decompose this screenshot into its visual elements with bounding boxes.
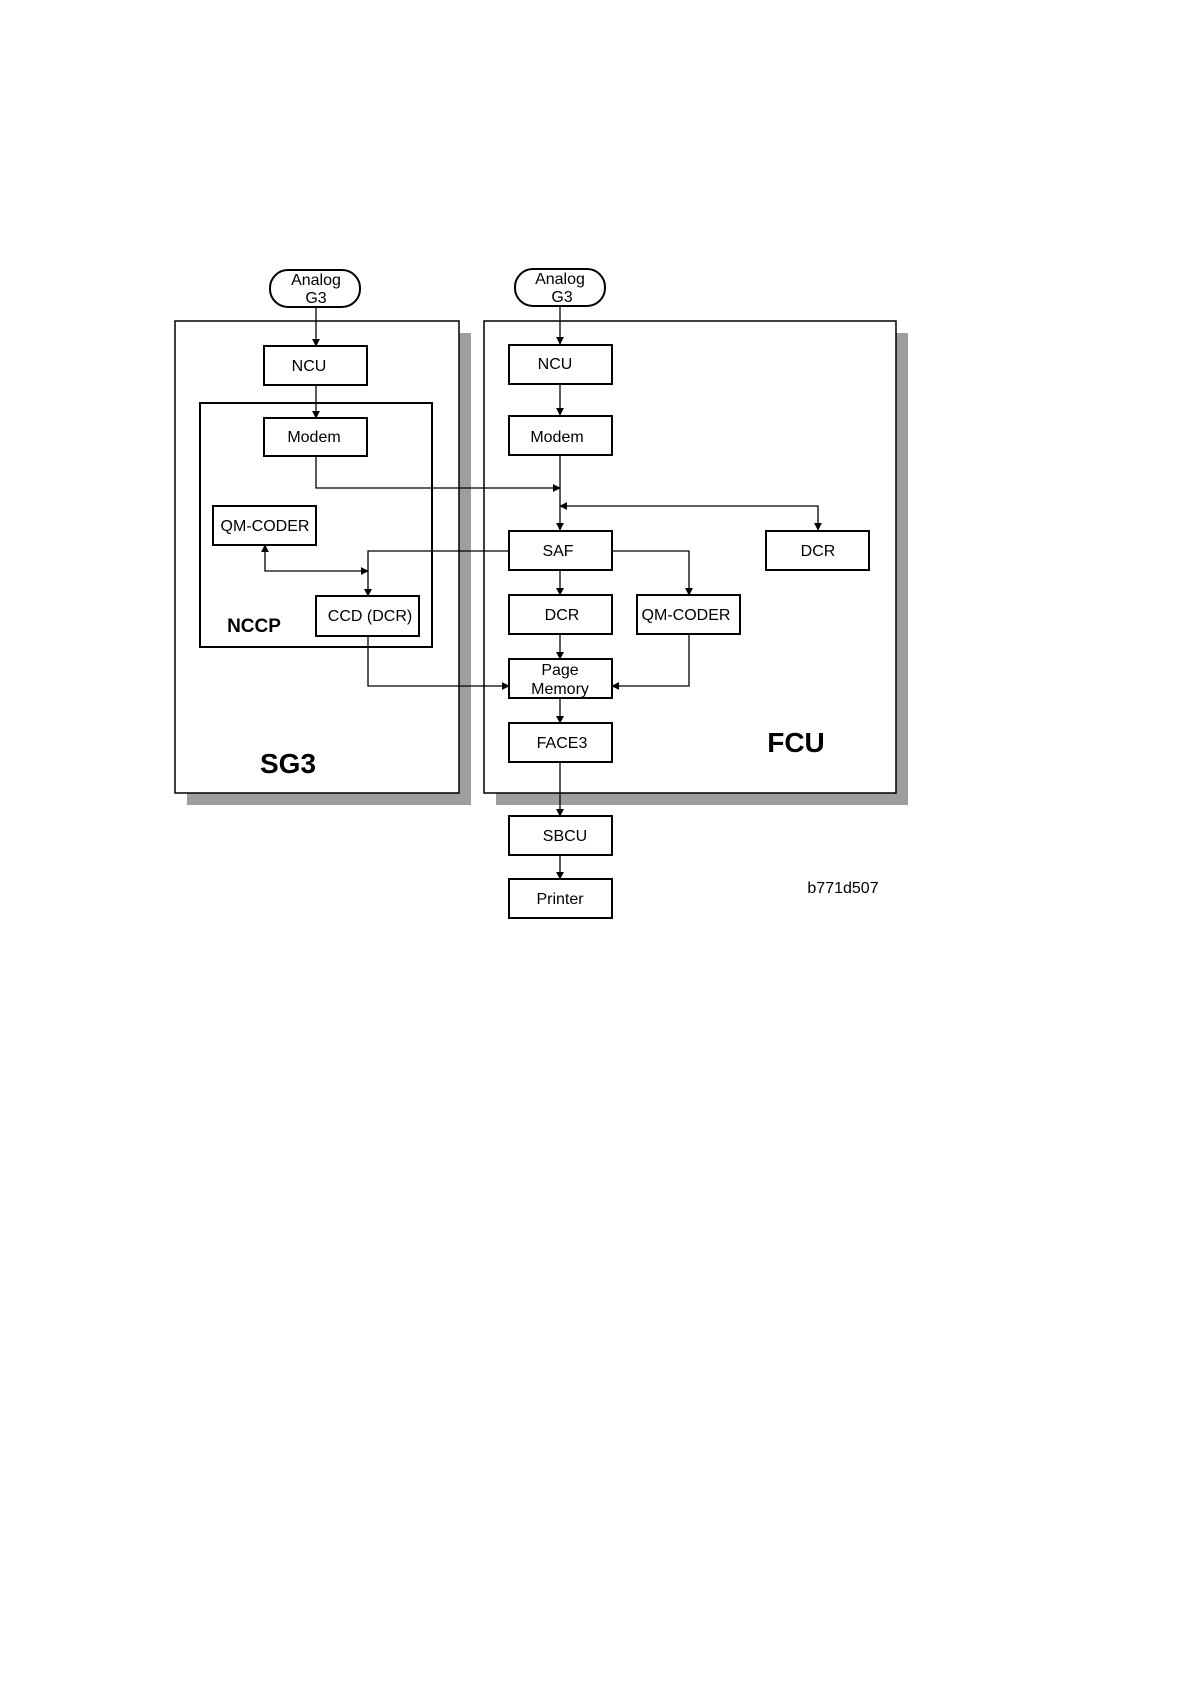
fcu-face3-block: FACE3: [509, 723, 612, 762]
fcu-page-memory-line2: Memory: [531, 681, 589, 698]
sg3-ccd-dcr-label: CCD (DCR): [328, 608, 412, 625]
fcu-page-memory-line1: Page: [541, 662, 578, 679]
fcu-modem-block: Modem: [509, 416, 612, 455]
sg3-qm-coder-label: QM-CODER: [221, 518, 310, 535]
fcu-qm-coder-block: QM-CODER: [637, 595, 740, 634]
sg3-modem-label: Modem: [287, 429, 340, 446]
printer-label: Printer: [536, 891, 584, 908]
nccp-title: NCCP: [227, 616, 281, 637]
sg3-ncu-block: NCU: [264, 346, 367, 385]
fcu-analog-g3-terminal: Analog G3: [515, 269, 605, 306]
sbcu-block: SBCU: [509, 816, 612, 855]
sg3-ncu-label: NCU: [292, 358, 327, 375]
sg3-analog-g3-terminal: Analog G3: [270, 270, 360, 307]
sg3-title: SG3: [260, 748, 316, 779]
fcu-saf-label: SAF: [542, 543, 573, 560]
sbcu-label: SBCU: [543, 828, 587, 845]
fcu-qm-coder-label: QM-CODER: [642, 607, 731, 624]
sg3-ccd-dcr-block: CCD (DCR): [316, 596, 419, 636]
fcu-terminal-line1: Analog: [535, 271, 585, 288]
printer-block: Printer: [509, 879, 612, 918]
sg3-terminal-line1: Analog: [291, 272, 341, 289]
fcu-dcr-right-block: DCR: [766, 531, 869, 570]
sg3-modem-block: Modem: [264, 418, 367, 456]
fcu-dcr-block: DCR: [509, 595, 612, 634]
fcu-terminal-line2: G3: [551, 289, 572, 306]
fcu-dcr-right-label: DCR: [801, 543, 836, 560]
fcu-face3-label: FACE3: [537, 735, 588, 752]
fcu-dcr-label: DCR: [545, 607, 580, 624]
fcu-saf-block: SAF: [509, 531, 612, 570]
fcu-page-memory-block: Page Memory: [509, 659, 612, 698]
fcu-ncu-block: NCU: [509, 345, 612, 384]
fcu-modem-label: Modem: [530, 429, 583, 446]
sg3-terminal-line2: G3: [305, 290, 326, 307]
figure-id: b771d507: [807, 880, 878, 897]
sg3-qm-coder-block: QM-CODER: [213, 506, 316, 545]
fcu-ncu-label: NCU: [538, 356, 573, 373]
fcu-title: FCU: [767, 727, 825, 758]
